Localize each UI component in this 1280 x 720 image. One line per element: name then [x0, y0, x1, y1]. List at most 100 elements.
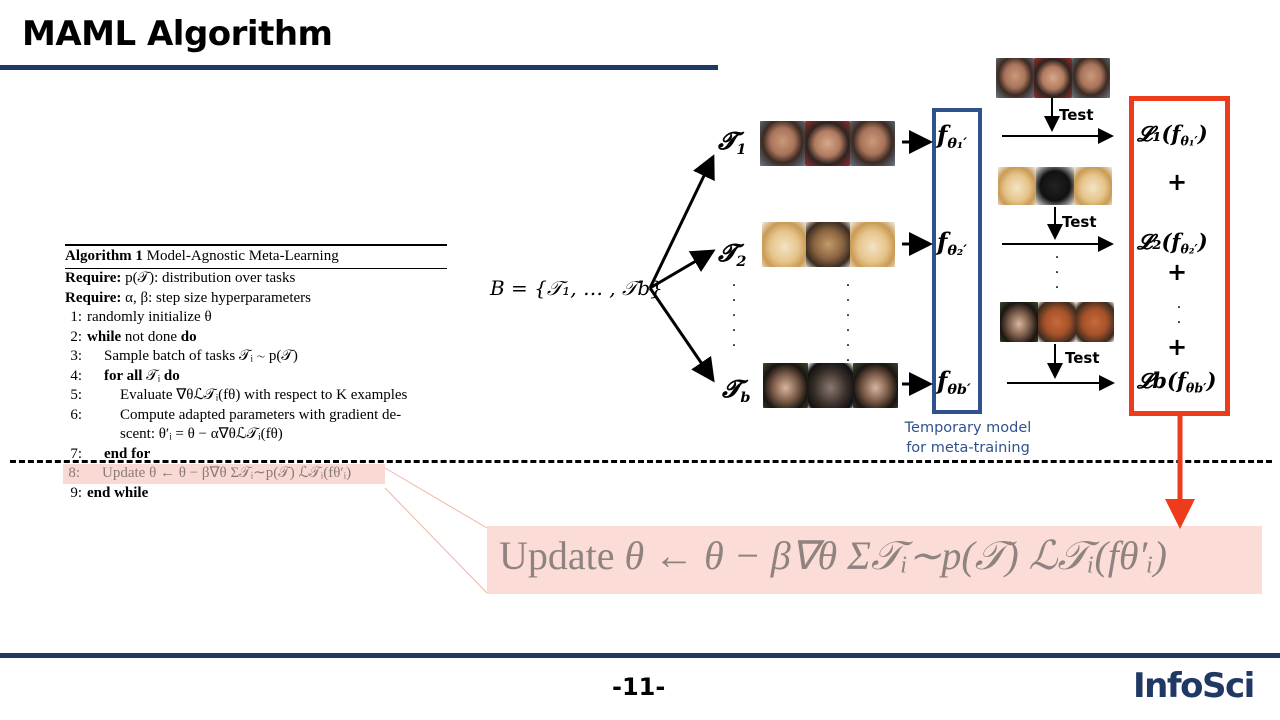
- test-face-image: [996, 58, 1034, 98]
- algorithm-line-7: 7:end for: [65, 445, 447, 465]
- loss-2-label: 𝓛₂(fθ₂′): [1137, 229, 1208, 256]
- line-text: Evaluate ∇θℒ𝒯ᵢ(fθ) with respect to K exa…: [120, 387, 408, 403]
- algorithm-header-rule: [65, 268, 447, 269]
- line-keyword: end while: [87, 484, 149, 501]
- plus-sign: +: [1167, 168, 1188, 196]
- line-number: 8:: [68, 465, 80, 481]
- loss-close: ): [1206, 368, 1217, 393]
- task-2-label: 𝓣2: [718, 238, 746, 270]
- model-param: θb′: [947, 381, 971, 399]
- zoomed-update-formula: Update θ ← θ − β∇θ Σ𝒯ᵢ∼p(𝒯) ℒ𝒯ᵢ(fθ′ᵢ): [487, 526, 1262, 594]
- model-b-label: fθb′: [937, 366, 971, 398]
- loss-param: θ₂′: [1180, 241, 1198, 257]
- test-ape-image: [1000, 302, 1038, 342]
- line-number: 3:: [70, 348, 82, 364]
- line-text: randomly initialize θ: [87, 309, 212, 325]
- loss-symbol: 𝓛₁(f: [1137, 121, 1181, 146]
- branch-arrow-1: [648, 154, 715, 289]
- vertical-ellipsis: ..: [1177, 295, 1181, 327]
- dog-image: [762, 222, 807, 267]
- algorithm-require-1: Require: p(𝒯): distribution over tasks: [65, 269, 447, 289]
- branch-arrow-b: [648, 287, 715, 383]
- caption-line: for meta-training: [906, 440, 1030, 456]
- test-ape-image: [1076, 302, 1114, 342]
- batch-set-label: B = {𝒯₁, … , 𝒯b}: [490, 276, 663, 300]
- update-formula: θ ← θ − β∇θ Σ𝒯ᵢ∼p(𝒯) ℒ𝒯ᵢ(fθ′ᵢ): [624, 533, 1167, 578]
- vertical-ellipsis: ......: [846, 273, 850, 365]
- vertical-ellipsis: .....: [732, 273, 736, 350]
- require-text: p(𝒯): distribution over tasks: [125, 270, 296, 286]
- algorithm-box: Algorithm 1 Model-Agnostic Meta-Learning…: [63, 244, 447, 503]
- line-keyword: do: [163, 367, 180, 384]
- algorithm-line-2: 2: while not done do: [65, 328, 447, 348]
- test-dog-image: [998, 167, 1036, 205]
- task-symbol: 𝓣: [718, 126, 737, 155]
- line-keyword: do: [180, 328, 197, 345]
- line-text: Compute adapted parameters with gradient…: [120, 406, 402, 423]
- loss-param: θb′: [1185, 380, 1207, 396]
- task-index: b: [740, 389, 751, 407]
- dog-image: [850, 222, 895, 267]
- dashed-separator: [10, 460, 1272, 463]
- model-param: θ₁′: [947, 135, 968, 153]
- line-number: 9:: [70, 484, 82, 501]
- model-symbol: f: [937, 120, 948, 149]
- line-keyword: for all: [104, 367, 143, 384]
- test-dog-image: [1074, 167, 1112, 205]
- dog-image: [806, 222, 851, 267]
- face-image: [850, 121, 895, 166]
- task-index: 2: [736, 253, 747, 271]
- vertical-ellipsis: ...: [1055, 245, 1059, 292]
- require-text: α, β: step size hyperparameters: [125, 289, 311, 306]
- test-label: Test: [1059, 106, 1094, 124]
- task-index: 1: [736, 141, 747, 159]
- line-text: Update θ ← θ − β∇θ Σ𝒯ᵢ∼p(𝒯) ℒ𝒯ᵢ(fθ′ᵢ): [102, 465, 352, 481]
- temporary-model-box: [932, 108, 982, 414]
- ape-image: [763, 363, 808, 408]
- loss-param: θ₁′: [1180, 133, 1198, 149]
- model-2-label: fθ₂′: [937, 227, 967, 259]
- algorithm-require-2: Require: α, β: step size hyperparameters: [65, 289, 447, 309]
- loss-close: ): [1197, 229, 1208, 254]
- loss-close: ): [1197, 121, 1208, 146]
- task-symbol: 𝓣: [718, 238, 737, 267]
- algorithm-line-4: 4: for all 𝒯ᵢ do: [65, 367, 447, 387]
- plus-sign: +: [1167, 258, 1188, 286]
- line-text: not done: [124, 328, 177, 345]
- algorithm-number: Algorithm 1: [65, 247, 143, 264]
- require-keyword: Require:: [65, 289, 122, 306]
- line-keyword: while: [87, 328, 122, 345]
- test-ape-image: [1038, 302, 1076, 342]
- face-image: [805, 121, 850, 166]
- task-1-label: 𝓣1: [718, 126, 746, 158]
- plus-sign: +: [1167, 333, 1188, 361]
- infosci-logo: InfoSci: [1133, 666, 1255, 706]
- algorithm-top-rule: [65, 244, 447, 246]
- loss-b-label: 𝓛b(fθb′): [1137, 368, 1216, 395]
- task-symbol: 𝓣: [722, 374, 741, 403]
- temporary-model-caption: Temporary model for meta-training: [898, 418, 1038, 458]
- page-number: -11-: [612, 673, 666, 701]
- algorithm-name: Model-Agnostic Meta-Learning: [146, 247, 339, 264]
- line-text: 𝒯ᵢ: [146, 367, 161, 384]
- loss-1-label: 𝓛₁(fθ₁′): [1137, 121, 1208, 148]
- algorithm-line-6-cont: scent: θ′ᵢ = θ − α∇θℒ𝒯ᵢ(fθ): [65, 425, 447, 445]
- line-keyword: end for: [104, 445, 151, 462]
- test-face-image: [1034, 58, 1072, 98]
- model-1-label: fθ₁′: [937, 120, 967, 152]
- task-b-label: 𝓣b: [722, 374, 750, 406]
- loss-sum-box: [1129, 96, 1230, 416]
- slide-title: MAML Algorithm: [22, 14, 333, 54]
- test-label: Test: [1065, 349, 1100, 367]
- update-word: Update: [499, 533, 615, 578]
- ape-image: [853, 363, 898, 408]
- algorithm-line-1: 1:randomly initialize θ: [65, 308, 447, 328]
- caption-line: Temporary model: [904, 420, 1032, 436]
- algorithm-header: Algorithm 1 Model-Agnostic Meta-Learning: [65, 246, 447, 268]
- footer-rule: [0, 653, 1280, 658]
- line-number: 4:: [70, 367, 82, 384]
- line-number: 2:: [70, 328, 82, 345]
- test-face-image: [1072, 58, 1110, 98]
- title-underline: [0, 65, 718, 70]
- loss-symbol: 𝓛b(f: [1137, 368, 1186, 393]
